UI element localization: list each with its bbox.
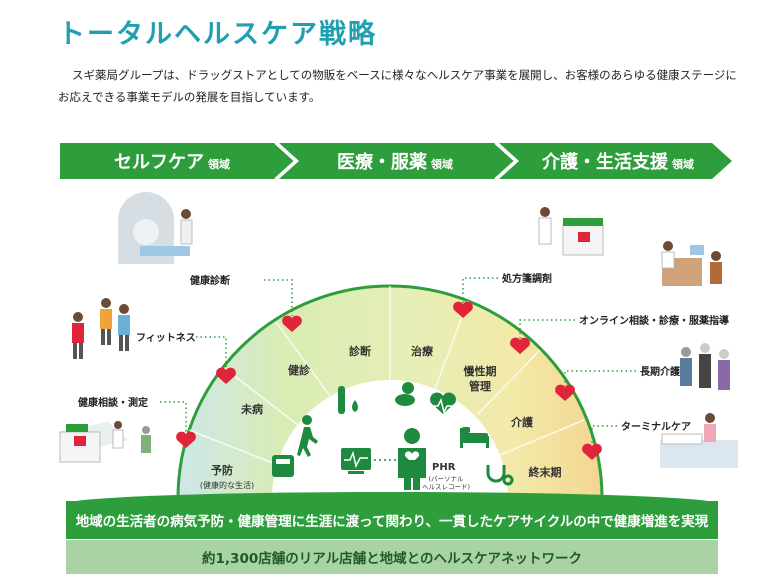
phr-sub: (パーソナルヘルスレコード) <box>422 475 470 491</box>
banner-segment-medical <box>279 143 515 179</box>
stage-label-1: 未病 <box>240 402 263 416</box>
terminal-care-illustration <box>660 413 738 468</box>
label-fitness: フィットネス <box>136 332 196 344</box>
doctor-figure-icon <box>398 428 426 490</box>
stage-label-4: 治療 <box>411 344 434 358</box>
banner-label-1: 医療・服薬 <box>337 151 427 173</box>
mri-scanner-illustration <box>118 192 193 264</box>
stage-note: (健康的な生活) <box>200 480 254 490</box>
fitness-people-illustration <box>72 298 130 359</box>
heart-icon <box>582 443 602 460</box>
store-consultation-illustration <box>58 421 151 463</box>
elderly-care-illustration <box>680 343 730 390</box>
heart-icon <box>510 337 530 354</box>
banner-segment-care <box>499 143 732 179</box>
heart-icon <box>176 431 196 448</box>
banner-segment-selfcare <box>60 143 295 179</box>
heartbeat-icon <box>430 392 456 415</box>
stage-label-0: 予防 <box>211 463 233 477</box>
label-long-term-care: 長期介護 <box>640 365 681 378</box>
stage-arc: 予防 (健康的な生活) 未病 健診 診断 治療 慢性期管理 介護 終末期 <box>176 284 604 499</box>
walking-person-icon <box>297 415 318 457</box>
stage-label-7: 終末期 <box>529 465 562 479</box>
banner-sub-2: 領域 <box>671 157 694 171</box>
heart-icon <box>216 367 236 384</box>
page-title: トータルヘルスケア戦略 <box>58 19 377 50</box>
footer-mission: 地域の生活者の病気予防・健康管理に生涯に渡って関わり、一貫したケアサイクルの中で… <box>66 501 718 539</box>
pharmacy-illustration <box>538 207 604 256</box>
phr-label: PHR <box>432 462 456 473</box>
stethoscope-icon <box>486 465 514 486</box>
heart-icon <box>453 301 473 318</box>
stage-label-5: 慢性期管理 <box>464 364 497 393</box>
footer-network: 約1,300店舗のリアル店舗と地域とのヘルスケアネットワーク <box>66 540 718 574</box>
intro-text: スギ薬局グループは、ドラッグストアとしての物販をベースに様々なヘルスケア事業を展… <box>58 68 737 104</box>
stage-label-2: 健診 <box>288 363 311 377</box>
scale-device-icon <box>272 455 294 477</box>
stage-label-6: 介護 <box>510 415 534 429</box>
heart-markers <box>176 301 602 460</box>
test-tube-icon <box>338 386 358 414</box>
label-online-consultation: オンライン相談・診療・服薬指導 <box>579 314 729 327</box>
label-terminal-care: ターミナルケア <box>621 421 691 433</box>
bed-icon <box>460 427 489 448</box>
monitor-icon <box>341 448 371 474</box>
stage-label-3: 診断 <box>349 344 371 358</box>
label-prescription: 処方箋調剤 <box>501 272 552 285</box>
domain-banner: セルフケア領域 医療・服薬領域 介護・生活支援領域 <box>60 142 732 180</box>
heart-icon <box>555 384 575 401</box>
inner-icons: PHR (パーソナルヘルスレコード) <box>272 382 514 491</box>
online-consultation-illustration <box>661 241 722 286</box>
banner-sub-0: 領域 <box>207 157 230 171</box>
label-health-consultation: 健康相談・測定 <box>78 396 148 409</box>
banner-label-0: セルフケア <box>114 152 204 173</box>
banner-sub-1: 領域 <box>430 157 453 171</box>
label-health-checkup: 健康診断 <box>190 274 230 287</box>
pills-icon <box>395 382 415 406</box>
heart-icon <box>282 315 302 332</box>
connector-leaders <box>160 277 636 445</box>
banner-label-2: 介護・生活支援 <box>541 151 669 173</box>
